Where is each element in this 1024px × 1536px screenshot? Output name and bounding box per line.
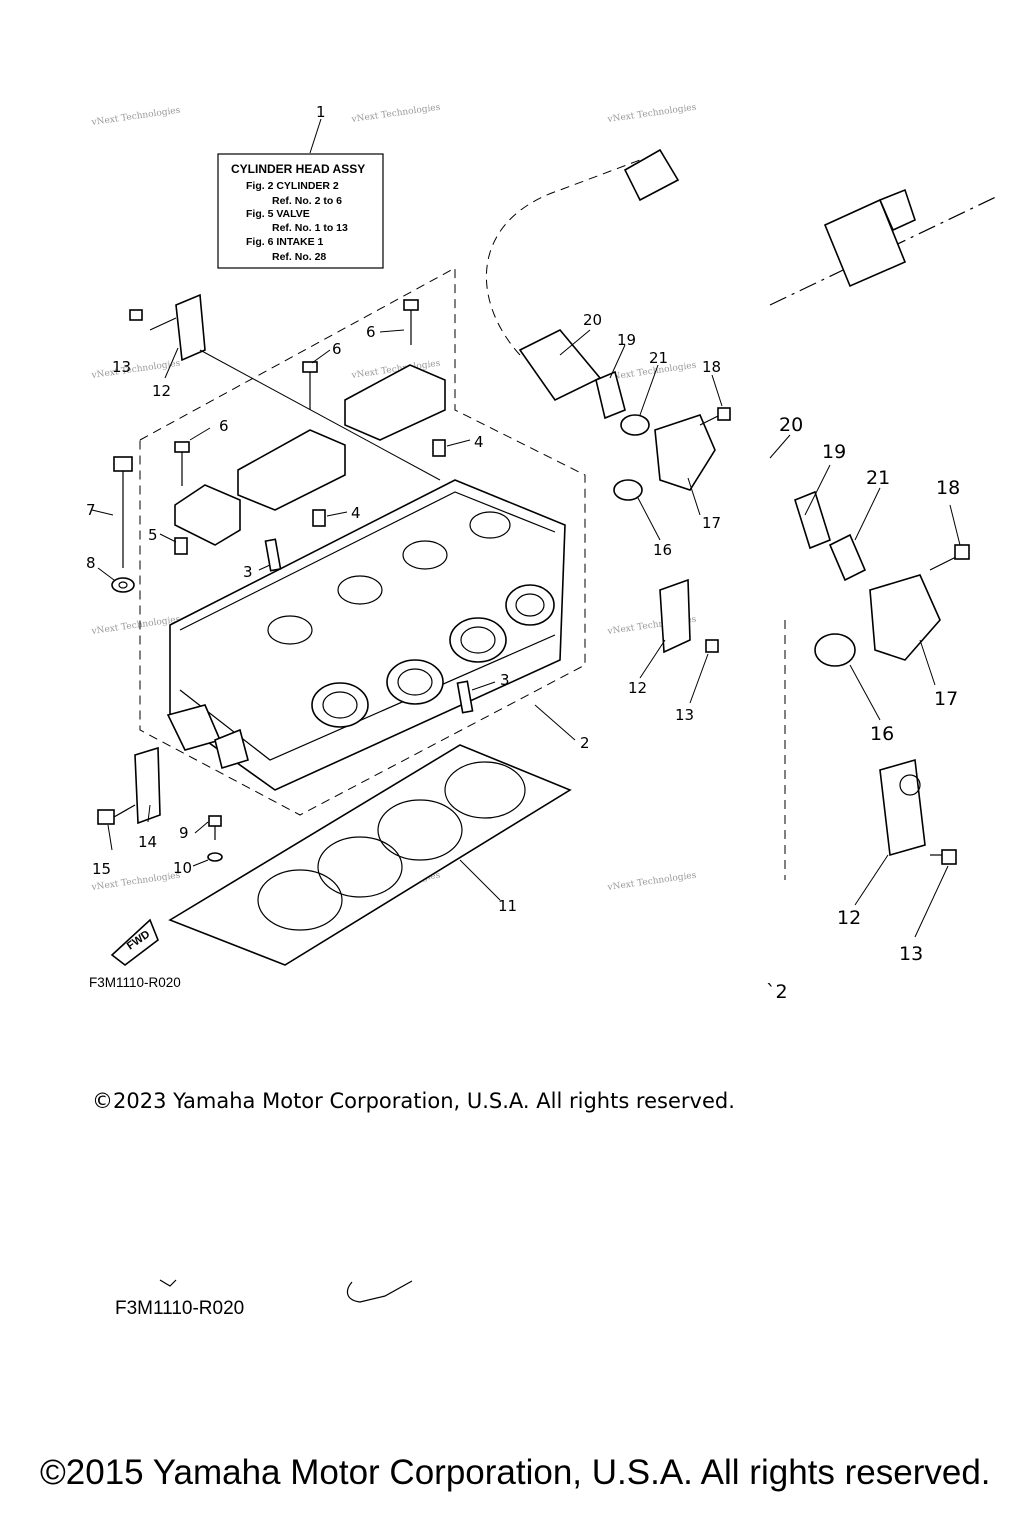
gasket-fragment [346,1280,413,1303]
diagram-code-repeat: F3M1110-R020 [115,1298,244,1319]
callout-2: 2 [580,734,590,752]
bracket [134,746,161,825]
zoom-callout-20: 20 [779,414,803,436]
dowel [174,537,188,555]
callout-15: 15 [92,860,111,878]
camshaft-caps [174,364,446,546]
callout-6: 6 [332,340,342,358]
long-bolt-7 [111,456,135,593]
leader-lines [91,317,961,938]
copyright-2015: ©2015 Yamaha Motor Corporation, U.S.A. A… [40,1453,991,1492]
callout-20: 20 [583,311,602,329]
callout-12: 12 [152,382,171,400]
intake-assembly [485,148,731,501]
callout-7: 7 [86,501,96,519]
callout-6: 6 [366,323,376,341]
zoom-callout-2: `2 [766,981,788,1003]
watermark: vNext Technologies [90,615,181,638]
diagram-code: F3M1110-R020 [89,975,181,990]
bracket [175,293,206,362]
callout-18: 18 [702,358,721,376]
cylinder-head [166,479,566,791]
assembly-box-title: CYLINDER HEAD ASSY [231,162,365,176]
zoom-callout-12: 12 [837,907,861,929]
callout-21: 21 [649,349,668,367]
watermark: vNext Technologies [90,106,181,129]
assembly-box-line: Fig. 6 INTAKE 1 [246,236,324,248]
bolt-6-group [174,299,419,486]
callout-9: 9 [179,824,189,842]
watermark: vNext Technologies [606,103,697,126]
callout-6: 6 [219,417,229,435]
callout-4: 4 [351,504,361,522]
callout-5: 5 [148,526,158,544]
watermarks: vNext Technologies vNext Technologies vN… [90,103,697,894]
callout-4: 4 [474,433,484,451]
sleeve [456,680,474,714]
zoom-callout-17: 17 [934,688,958,710]
zoom-callout-16: 16 [870,723,894,745]
callout-13: 13 [112,358,131,376]
copyright-2023: ©2023 Yamaha Motor Corporation, U.S.A. A… [92,1089,735,1113]
callout-3: 3 [500,671,510,689]
watermark: vNext Technologies [606,871,697,894]
bolt [129,309,143,321]
callout-11: 11 [498,897,517,915]
callout-12: 12 [628,679,647,697]
callout-17: 17 [702,514,721,532]
bolt [705,639,719,653]
callout-16: 16 [653,541,672,559]
zoom-callout-19: 19 [822,441,846,463]
zoom-callout-13: 13 [899,943,923,965]
assembly-box-line: Ref. No. 1 to 13 [272,222,348,234]
callout-14: 14 [138,833,157,851]
fragment-mark [159,1279,177,1287]
bracket [659,578,691,654]
watermark: vNext Technologies [350,103,441,126]
callouts: 1 2 3 3 4 4 5 6 6 6 7 8 9 10 11 12 12 13… [86,103,960,1003]
bolt [208,815,222,827]
assembly-box-line: Ref. No. 28 [272,251,326,263]
assembly-box-line: Ref. No. 2 to 6 [272,195,342,207]
washer [207,852,223,862]
assembly-outline [139,267,586,816]
watermark: vNext Technologies [90,359,181,382]
bolt [97,809,115,825]
assembly-box-line: Fig. 2 CYLINDER 2 [246,180,339,192]
head-gasket [168,744,572,966]
dowel [432,439,446,457]
sleeve [264,538,282,572]
assembly-box: CYLINDER HEAD ASSY Fig. 2 CYLINDER 2 Ref… [217,118,384,269]
callout-10: 10 [173,859,192,877]
assembly-box-line: Fig. 5 VALVE [246,208,310,220]
zoom-callout-18: 18 [936,477,960,499]
callout-8: 8 [86,554,96,572]
dowel [312,509,326,527]
fwd-arrow: FWD [110,918,159,967]
zoom-detail [769,188,1001,880]
zoom-callout-21: 21 [866,467,890,489]
callout-19: 19 [617,331,636,349]
callout-13: 13 [675,706,694,724]
callout-1: 1 [316,103,326,121]
callout-3: 3 [243,563,253,581]
